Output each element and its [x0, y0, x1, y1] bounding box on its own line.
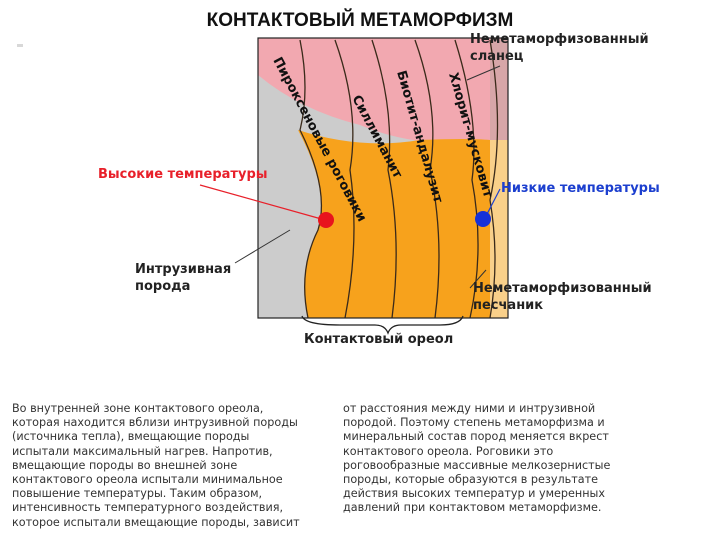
high-temperatures-label: Высокие температуры	[98, 167, 268, 182]
diagram-frame	[257, 37, 509, 319]
intrusive-pointer	[234, 229, 291, 264]
sandstone-pointer	[469, 269, 487, 289]
hot-dot	[318, 212, 334, 228]
low-temperatures-label: Низкие температуры	[501, 181, 660, 196]
zone-line-1	[334, 39, 355, 319]
slate-pointer	[466, 65, 501, 81]
description-right: от расстояния между ними и интрузивной п…	[343, 402, 611, 515]
sandstone-label: Неметаморфизованный песчаник	[473, 281, 652, 313]
slate-zone	[490, 38, 508, 140]
aureole-brace	[301, 315, 464, 335]
zone-line-3	[414, 39, 440, 319]
slate-label: Неметаморфизованный сланец	[470, 32, 649, 64]
description-left: Во внутренней зоне контактового ореола, …	[12, 402, 300, 529]
contact-aureole-label: Контактовый ореол	[304, 332, 454, 347]
zone-line-2	[371, 39, 397, 319]
contact-boundary-line	[299, 39, 323, 319]
zone-line-5	[489, 39, 499, 319]
high-temp-pointer	[199, 184, 326, 221]
page-title: КОНТАКТОВЫЙ МЕТАМОРФИЗМ	[206, 10, 514, 31]
contact-aureole-zone	[298, 130, 490, 318]
cold-dot	[475, 211, 491, 227]
decorative-dot	[17, 44, 23, 47]
intrusive-rock-label: Интрузивная порода	[135, 262, 232, 294]
zone-line-4	[454, 39, 479, 319]
